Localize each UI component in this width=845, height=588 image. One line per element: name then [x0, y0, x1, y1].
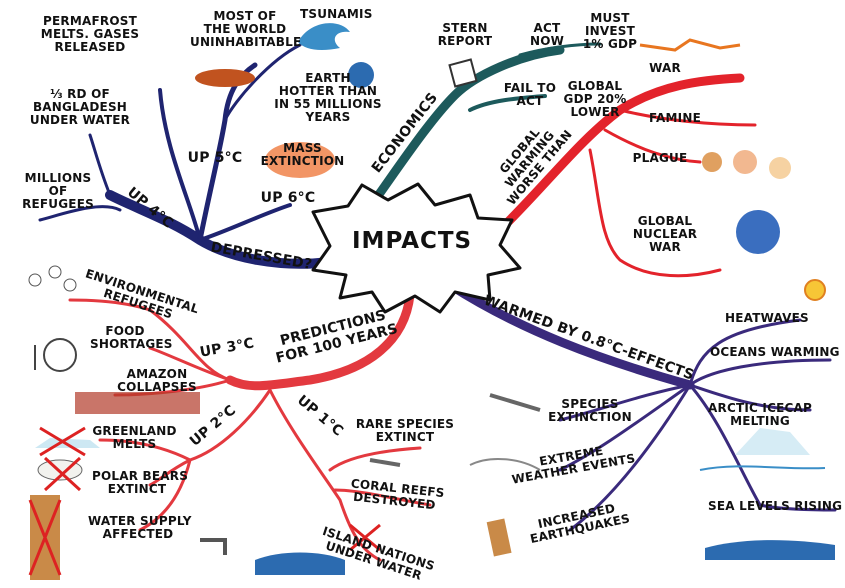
up6-label: UP 6°C	[260, 190, 316, 206]
earth-icon	[348, 62, 780, 254]
earthquake-icon	[486, 518, 512, 557]
heatwaves-label: HEATWAVES	[725, 311, 809, 325]
well-icon	[28, 495, 62, 580]
island-icon	[255, 523, 381, 575]
tap-icon	[200, 538, 227, 555]
impacts-burst	[311, 182, 522, 314]
war-icon	[639, 38, 741, 52]
faces-icon	[702, 150, 791, 179]
up5-label: UP 5°C	[187, 150, 243, 166]
fire-icon	[195, 69, 335, 178]
iceberg-icon	[699, 428, 826, 471]
greenland-icon	[35, 426, 100, 457]
wave-icon	[298, 23, 350, 50]
scroll-icon	[448, 58, 478, 88]
sea-levels-label: SEA LEVELS RISING	[708, 499, 843, 513]
sun-icon	[804, 279, 826, 301]
center-title: IMPACTS	[352, 228, 473, 254]
storm-icon	[469, 458, 541, 471]
plate-icon	[34, 338, 77, 372]
tsunamis-label: TSUNAMIS	[300, 7, 373, 21]
bones-icon	[369, 393, 541, 467]
oceans-warming-label: OCEANS WARMING	[710, 345, 840, 359]
amazon-fire-icon	[75, 392, 200, 414]
plague-label: PLAGUE	[632, 151, 688, 165]
sea-icon	[705, 540, 835, 560]
polar-bear-icon	[37, 456, 83, 492]
war-label: WAR	[649, 61, 681, 75]
famine-label: FAMINE	[649, 111, 701, 125]
people-icon	[28, 265, 77, 292]
